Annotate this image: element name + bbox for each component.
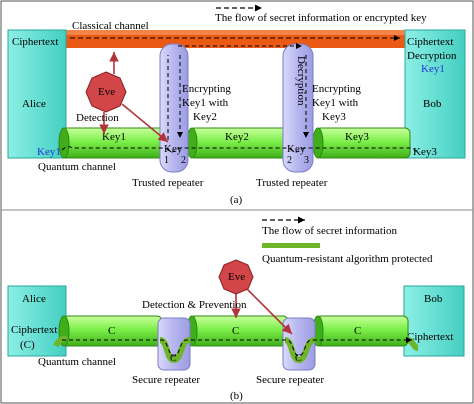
alice-key-label: Key1 bbox=[37, 146, 61, 158]
bob-name: Bob bbox=[423, 98, 442, 110]
repeater2-key-label: Key bbox=[287, 143, 306, 155]
bob-name-b: Bob bbox=[424, 293, 443, 305]
tube-b1-label: C bbox=[108, 325, 115, 337]
quantum-channel-label-b: Quantum channel bbox=[38, 356, 116, 368]
classical-channel-highlight bbox=[66, 30, 412, 35]
tube-key3-label: Key3 bbox=[345, 131, 369, 143]
eve-label-b: Eve bbox=[228, 271, 245, 283]
panel-b: The flow of secret information Quantum-r… bbox=[7, 216, 465, 402]
tube-key1-label: Key1 bbox=[102, 131, 126, 143]
repeater1-left-num: 1 bbox=[164, 155, 169, 166]
eve-b-to-repeater-arrow bbox=[245, 287, 293, 335]
protected-path-2 bbox=[284, 337, 316, 364]
classical-channel-label: Classical channel bbox=[72, 20, 149, 32]
secure-repeater-1-caption: Secure repeater bbox=[132, 374, 200, 386]
alice-box bbox=[7, 29, 67, 159]
alice-ciphertext-label: Ciphertext bbox=[12, 36, 58, 48]
bob-key-label: Key3 bbox=[413, 146, 437, 158]
repeater1-right-num: 2 bbox=[181, 155, 186, 166]
tube-b2-label: C bbox=[232, 325, 239, 337]
bob-decryption-label: Decryption bbox=[407, 50, 457, 62]
repeater2-left-num: 2 bbox=[287, 155, 292, 166]
alice-name-b: Alice bbox=[22, 293, 46, 305]
repeater2-note-line2: Key1 with bbox=[312, 97, 359, 109]
repeater2-caption: Trusted repeater bbox=[256, 177, 328, 189]
protected-path-1 bbox=[159, 337, 191, 364]
panel-a-caption: (a) bbox=[230, 194, 243, 206]
tube-key2-label: Key2 bbox=[225, 131, 249, 143]
secure-repeater-1 bbox=[157, 317, 191, 371]
repeater1-key-label: Key bbox=[164, 143, 183, 155]
repeater2-right-num: 3 bbox=[304, 155, 309, 166]
bob-box bbox=[404, 29, 466, 159]
repeater1-caption: Trusted repeater bbox=[132, 177, 204, 189]
legend-protected-swatch bbox=[262, 243, 320, 248]
detection-prevention-label: Detection & Prevention bbox=[142, 299, 247, 311]
eve-label: Eve bbox=[98, 86, 115, 98]
repeater2-decryption-label: Decryption bbox=[295, 56, 307, 106]
repeater2-note-line1: Encrypting bbox=[312, 83, 361, 95]
secret-flow-line-b bbox=[62, 337, 412, 357]
bob-ciphertext-b: Ciphertext bbox=[407, 331, 453, 343]
quantum-tube-3 bbox=[312, 127, 411, 159]
quantum-tube-b3 bbox=[312, 315, 409, 347]
detection-label: Detection bbox=[76, 112, 119, 124]
repeater2-note-line3: Key3 bbox=[322, 111, 346, 123]
eve-icon bbox=[85, 71, 127, 113]
tube-b3-label: C bbox=[354, 325, 361, 337]
repeater-b2-c-label: C bbox=[295, 353, 302, 364]
legend-flow-label: The flow of secret information or encryp… bbox=[215, 12, 427, 24]
repeater1-note-line2: Key1 with bbox=[182, 97, 229, 109]
legend-secret-flow-label: The flow of secret information bbox=[262, 225, 398, 237]
panel-b-caption: (b) bbox=[230, 390, 243, 402]
bob-ciphertext-label: Ciphertext bbox=[407, 36, 453, 48]
alice-name: Alice bbox=[22, 98, 46, 110]
legend-protected-label: Quantum-resistant algorithm protected bbox=[262, 253, 433, 265]
quantum-key-flow-line bbox=[61, 146, 421, 153]
panel-a: The flow of secret information or encryp… bbox=[7, 4, 466, 206]
alice-c-label: (C) bbox=[20, 339, 35, 351]
bob-key-blue-label: Key1 bbox=[421, 63, 445, 75]
eve-to-repeater-arrow bbox=[121, 103, 169, 143]
alice-ciphertext-b: Ciphertext bbox=[11, 324, 57, 336]
quantum-channel-label-a: Quantum channel bbox=[38, 161, 116, 173]
repeater1-note-line1: Encrypting bbox=[182, 83, 231, 95]
secure-repeater-2-caption: Secure repeater bbox=[256, 374, 324, 386]
repeater-b1-c-label: C bbox=[170, 353, 177, 364]
repeater1-note-line3: Key2 bbox=[193, 111, 217, 123]
